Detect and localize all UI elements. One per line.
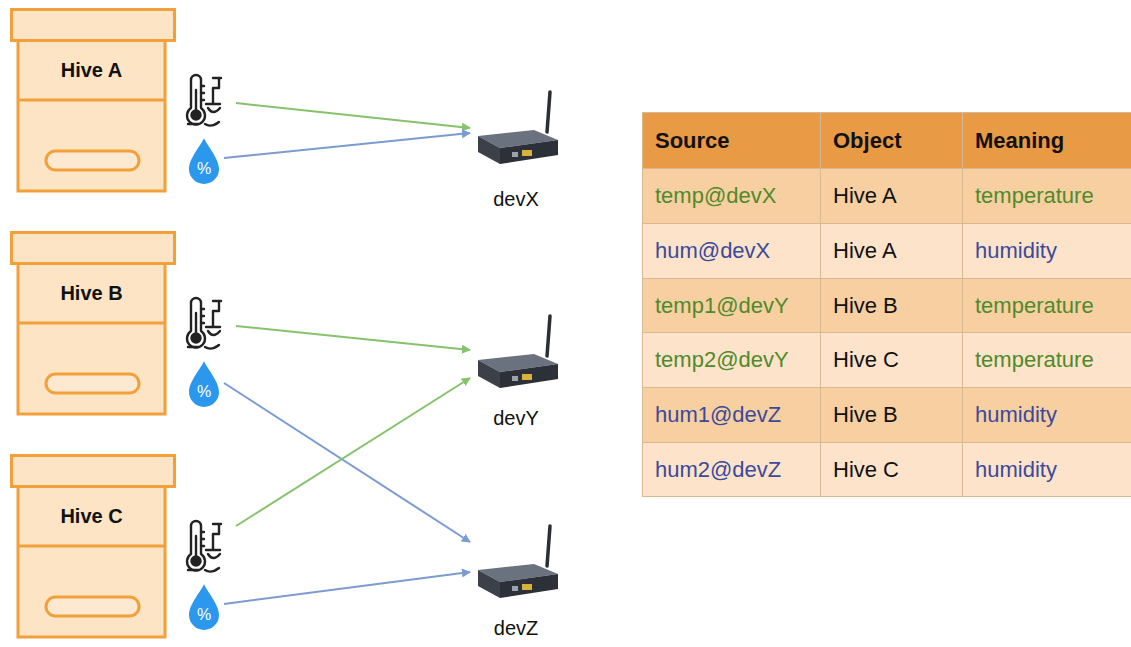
hive-divider [18, 322, 165, 325]
table-cell: temp2@devY [643, 333, 821, 388]
hive-entrance [46, 374, 139, 393]
router-icon [478, 316, 558, 388]
percent-sign: % [185, 383, 223, 401]
table-cell: temp@devX [643, 169, 821, 224]
temperature-link [236, 326, 470, 350]
gateway-device: devY [470, 312, 562, 432]
hive-body [18, 40, 165, 191]
hive-divider [18, 99, 165, 102]
beehive: Hive B% [10, 231, 235, 416]
thermometer-icon [187, 521, 221, 572]
mapping-table: SourceObjectMeaningtemp@devXHive Atemper… [642, 112, 1131, 497]
table-cell: Hive A [821, 224, 963, 279]
hive-entrance [46, 151, 139, 170]
humidity-sensor: % [185, 582, 223, 632]
hive-name: Hive A [18, 40, 165, 100]
table-cell: temperature [963, 333, 1131, 388]
humidity-sensor: % [185, 136, 223, 186]
temperature-link [236, 103, 470, 128]
humidity-link [224, 133, 470, 158]
table-cell: hum@devX [643, 224, 821, 279]
hive-name: Hive B [18, 263, 165, 323]
router-icon [478, 92, 558, 164]
thermometer-icon [187, 298, 221, 349]
humidity-sensor: % [185, 359, 223, 409]
hive-divider [18, 545, 165, 548]
table-cell: humidity [963, 443, 1131, 497]
humidity-link [224, 572, 470, 604]
hive-name: Hive C [18, 486, 165, 546]
device-name: devX [470, 188, 562, 211]
beehive: Hive A% [10, 8, 235, 193]
hive-lid [12, 456, 175, 487]
table-cell: temperature [963, 169, 1131, 224]
table-header: Meaning [963, 113, 1131, 169]
percent-sign: % [185, 606, 223, 624]
gateway-device: devZ [470, 522, 562, 642]
table-cell: Hive C [821, 443, 963, 497]
table-cell: Hive B [821, 279, 963, 333]
hive-body [18, 486, 165, 637]
temperature-link [236, 378, 470, 526]
device-name: devZ [470, 617, 562, 640]
device-name: devY [470, 407, 562, 430]
gateway-device: devX [470, 88, 562, 213]
hive-lid [12, 233, 175, 264]
percent-sign: % [185, 160, 223, 178]
table-cell: hum1@devZ [643, 388, 821, 443]
router-icon [478, 526, 558, 598]
humidity-link [224, 383, 470, 542]
table-cell: temperature [963, 279, 1131, 333]
table-header: Source [643, 113, 821, 169]
table-cell: Hive C [821, 333, 963, 388]
table-cell: hum2@devZ [643, 443, 821, 497]
table-cell: humidity [963, 388, 1131, 443]
table-cell: Hive B [821, 388, 963, 443]
table-cell: temp1@devY [643, 279, 821, 333]
hive-entrance [46, 597, 139, 616]
thermometer-icon [187, 75, 221, 126]
table-cell: humidity [963, 224, 1131, 279]
table-cell: Hive A [821, 169, 963, 224]
hive-body [18, 263, 165, 414]
beehive: Hive C% [10, 454, 235, 639]
table-header: Object [821, 113, 963, 169]
hive-lid [12, 10, 175, 41]
